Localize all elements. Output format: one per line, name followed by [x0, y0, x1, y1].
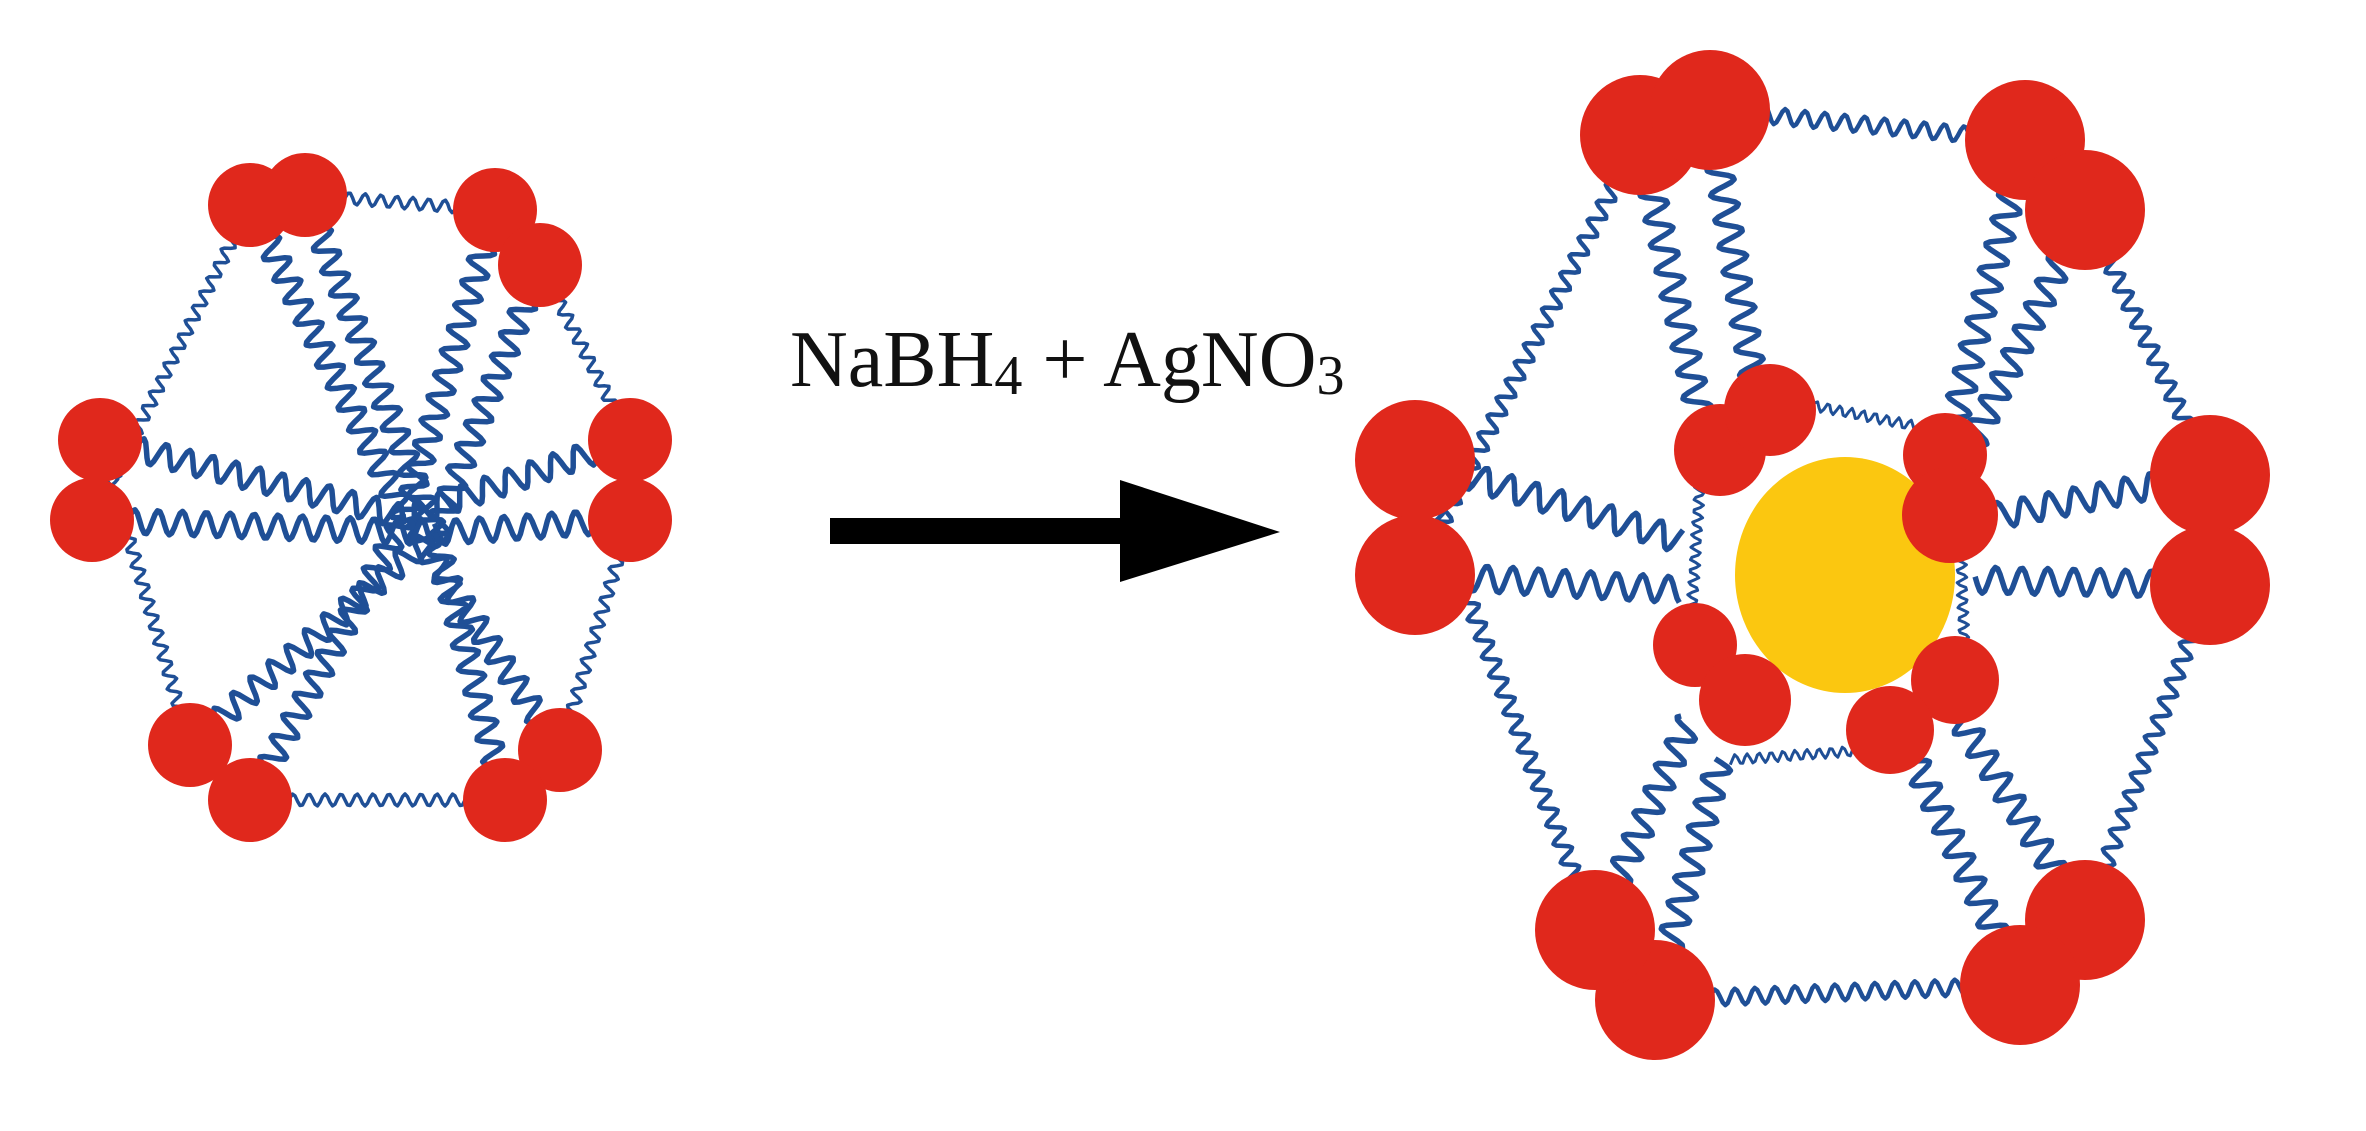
- red-bead-icon: [1911, 636, 1999, 724]
- red-bead-icon: [2025, 150, 2145, 270]
- bead-pair-icon: [1846, 636, 1999, 774]
- inner-coil-icon: [391, 207, 505, 515]
- plus-sign: +: [1042, 316, 1088, 404]
- red-bead-icon: [588, 398, 672, 482]
- red-bead-icon: [1902, 467, 1998, 563]
- inner-coil-icon: [97, 430, 406, 527]
- bead-pair-icon: [50, 398, 142, 562]
- inner-coil-icon: [425, 530, 518, 803]
- outer-coil-icon: [248, 792, 507, 808]
- inner-ring-coil-icon: [1728, 743, 1872, 766]
- red-bead-icon: [1535, 870, 1655, 990]
- inner-coil-icon: [89, 506, 435, 548]
- bead-pair-icon: [148, 703, 292, 842]
- reagent-agno3: AgNO3: [1103, 316, 1345, 407]
- bead-pair-icon: [208, 153, 347, 247]
- bead-pair-icon: [1580, 50, 1770, 195]
- bead-pair-icon: [1653, 603, 1791, 746]
- bead-pair-icon: [463, 708, 602, 842]
- red-bead-icon: [1960, 925, 2080, 1045]
- red-bead-icon: [208, 758, 292, 842]
- red-bead-icon: [1355, 515, 1475, 635]
- bead-pair-icon: [1902, 413, 1998, 563]
- micelle-after-reaction: [1355, 50, 2270, 1060]
- red-bead-icon: [1650, 50, 1770, 170]
- outer-coil-icon: [1653, 974, 2023, 1010]
- micelle-before-reaction: [50, 153, 672, 842]
- outer-coil-icon: [1412, 130, 1645, 578]
- red-bead-icon: [50, 478, 134, 562]
- silver-nanoparticle-core-icon: [1735, 457, 1955, 693]
- bead-pair-icon: [1960, 860, 2145, 1045]
- red-bead-icon: [1724, 364, 1816, 456]
- bead-pair-icon: [2150, 415, 2270, 645]
- bead-pair-icon: [588, 398, 672, 562]
- bead-pair-icon: [1535, 870, 1715, 1060]
- red-bead-icon: [2150, 525, 2270, 645]
- bead-pair-icon: [453, 168, 582, 307]
- reaction-arrow-icon: [830, 480, 1280, 582]
- bead-pair-icon: [1355, 400, 1475, 635]
- red-bead-icon: [463, 758, 547, 842]
- red-bead-icon: [1355, 400, 1475, 520]
- reagent-nabh4: NaBH4: [790, 316, 1023, 407]
- reaction-conditions-label: NaBH4 + AgNO3: [790, 320, 1344, 404]
- bead-pair-icon: [1965, 80, 2145, 270]
- red-bead-icon: [518, 708, 602, 792]
- red-bead-icon: [1699, 654, 1791, 746]
- red-bead-icon: [1846, 686, 1934, 774]
- inner-coil-icon: [239, 203, 411, 521]
- red-bead-icon: [2150, 415, 2270, 535]
- red-bead-icon: [498, 223, 582, 307]
- inner-coil-icon: [427, 261, 548, 537]
- red-bead-icon: [148, 703, 232, 787]
- inner-coil-icon: [188, 531, 442, 754]
- bead-pair-icon: [1674, 364, 1816, 496]
- red-bead-icon: [58, 398, 142, 482]
- red-bead-icon: [588, 478, 672, 562]
- red-bead-icon: [263, 153, 347, 237]
